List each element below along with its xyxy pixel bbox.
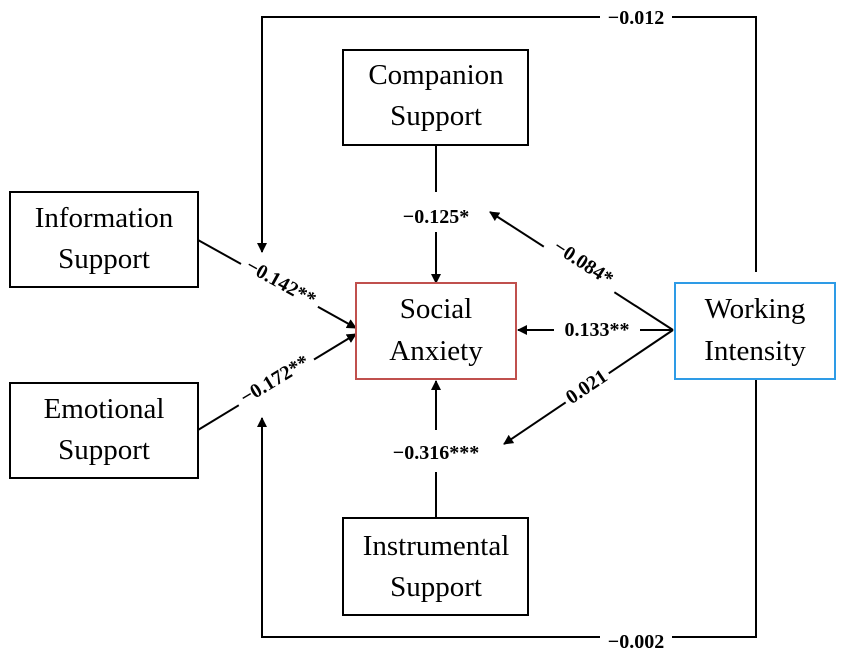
coef-information: −0.142** <box>242 255 319 311</box>
social-anxiety-label-line1: Social <box>400 293 473 325</box>
bottom-loop-line <box>257 380 757 638</box>
working-intensity-label-line2: Intensity <box>704 335 806 367</box>
companion-support-label-line2: Support <box>390 100 482 132</box>
coef-instrumental: −0.316*** <box>393 442 479 464</box>
emotional-support-box: Emotional Support <box>9 382 199 479</box>
working-intensity-label-line1: Working <box>705 293 806 325</box>
working-intensity-box: Working Intensity <box>674 282 836 380</box>
emotional-support-label-line2: Support <box>58 434 150 466</box>
instrumental-support-label-line1: Instrumental <box>363 530 510 562</box>
companion-support-box: Companion Support <box>342 49 529 146</box>
social-anxiety-label-line2: Anxiety <box>389 335 483 367</box>
information-support-label-line1: Information <box>35 202 174 234</box>
coef-wi-companion-mod: −0.084* <box>549 236 617 291</box>
coef-companion: −0.125* <box>403 206 469 228</box>
coef-top-loop: −0.012 <box>608 7 664 29</box>
information-support-box: Information Support <box>9 191 199 288</box>
instrumental-support-box: Instrumental Support <box>342 517 529 616</box>
information-support-label-line2: Support <box>58 243 150 275</box>
coef-bottom-loop: −0.002 <box>608 631 664 653</box>
companion-support-label-line1: Companion <box>368 59 504 91</box>
coef-wi-anxiety: 0.133** <box>565 319 630 341</box>
social-anxiety-box: Social Anxiety <box>355 282 517 380</box>
instrumental-support-label-line2: Support <box>390 571 482 603</box>
top-loop-line <box>257 16 757 272</box>
coef-emotional: −0.172** <box>236 351 313 409</box>
emotional-support-label-line1: Emotional <box>44 393 165 425</box>
